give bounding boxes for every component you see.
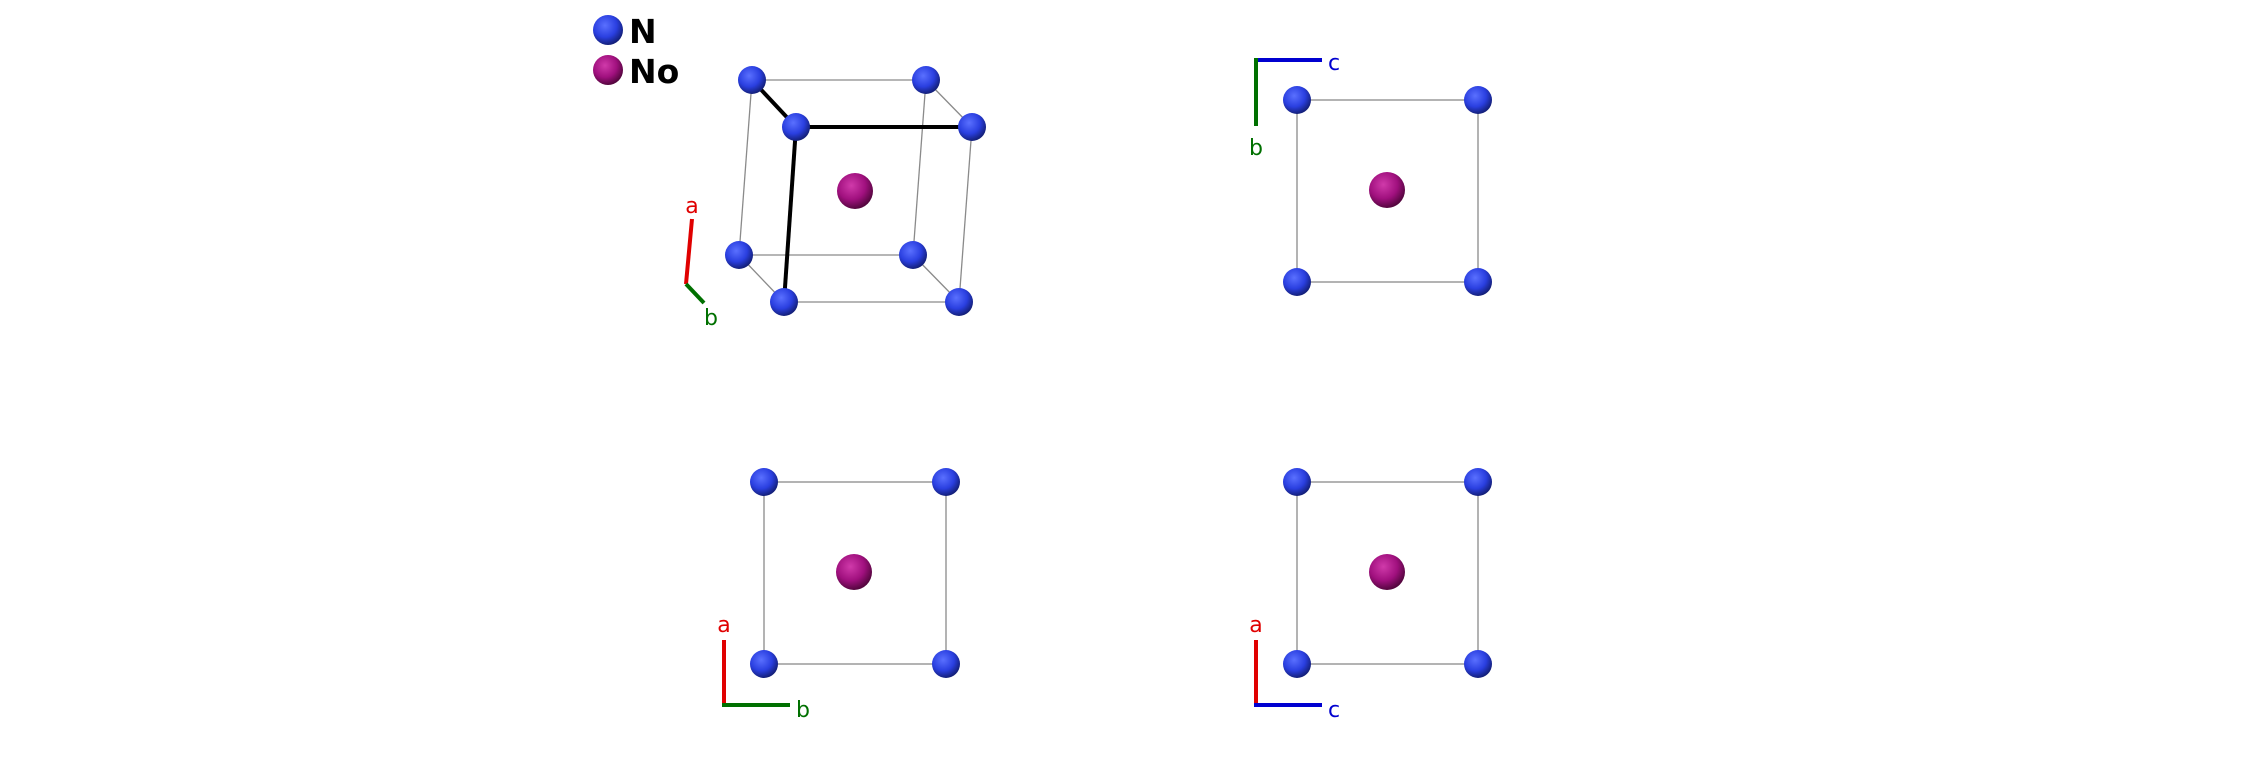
- nitrogen-atoms: [725, 66, 986, 316]
- axis-label-a: a: [1249, 613, 1262, 638]
- legend-label-n: N: [629, 12, 657, 51]
- legend: N No: [593, 12, 679, 91]
- nobelium-legend-swatch: [593, 55, 623, 85]
- nobelium-atom: [836, 554, 872, 590]
- axis-label-a: a: [685, 194, 698, 219]
- view-along-a-panel: c b: [1249, 51, 1492, 296]
- legend-label-no: No: [629, 52, 679, 91]
- axis-label-b: b: [704, 306, 718, 331]
- axis-label-a: a: [717, 613, 730, 638]
- axis-indicator: a b: [684, 194, 718, 331]
- nobelium-atom: [1369, 172, 1405, 208]
- axis-label-c: c: [1328, 698, 1340, 723]
- nitrogen-legend-swatch: [593, 15, 623, 45]
- axis-indicator: a c: [1249, 613, 1340, 723]
- perspective-panel: a b: [684, 66, 986, 331]
- view-along-c-panel: a b: [717, 468, 960, 723]
- nobelium-atom: [1369, 554, 1405, 590]
- nobelium-atom: [837, 173, 873, 209]
- axis-label-c: c: [1328, 51, 1340, 76]
- view-along-b-panel: a c: [1249, 468, 1492, 723]
- axis-label-b: b: [796, 698, 810, 723]
- axis-label-b: b: [1249, 136, 1263, 161]
- axis-indicator: a b: [717, 613, 810, 723]
- axis-indicator: c b: [1249, 51, 1340, 161]
